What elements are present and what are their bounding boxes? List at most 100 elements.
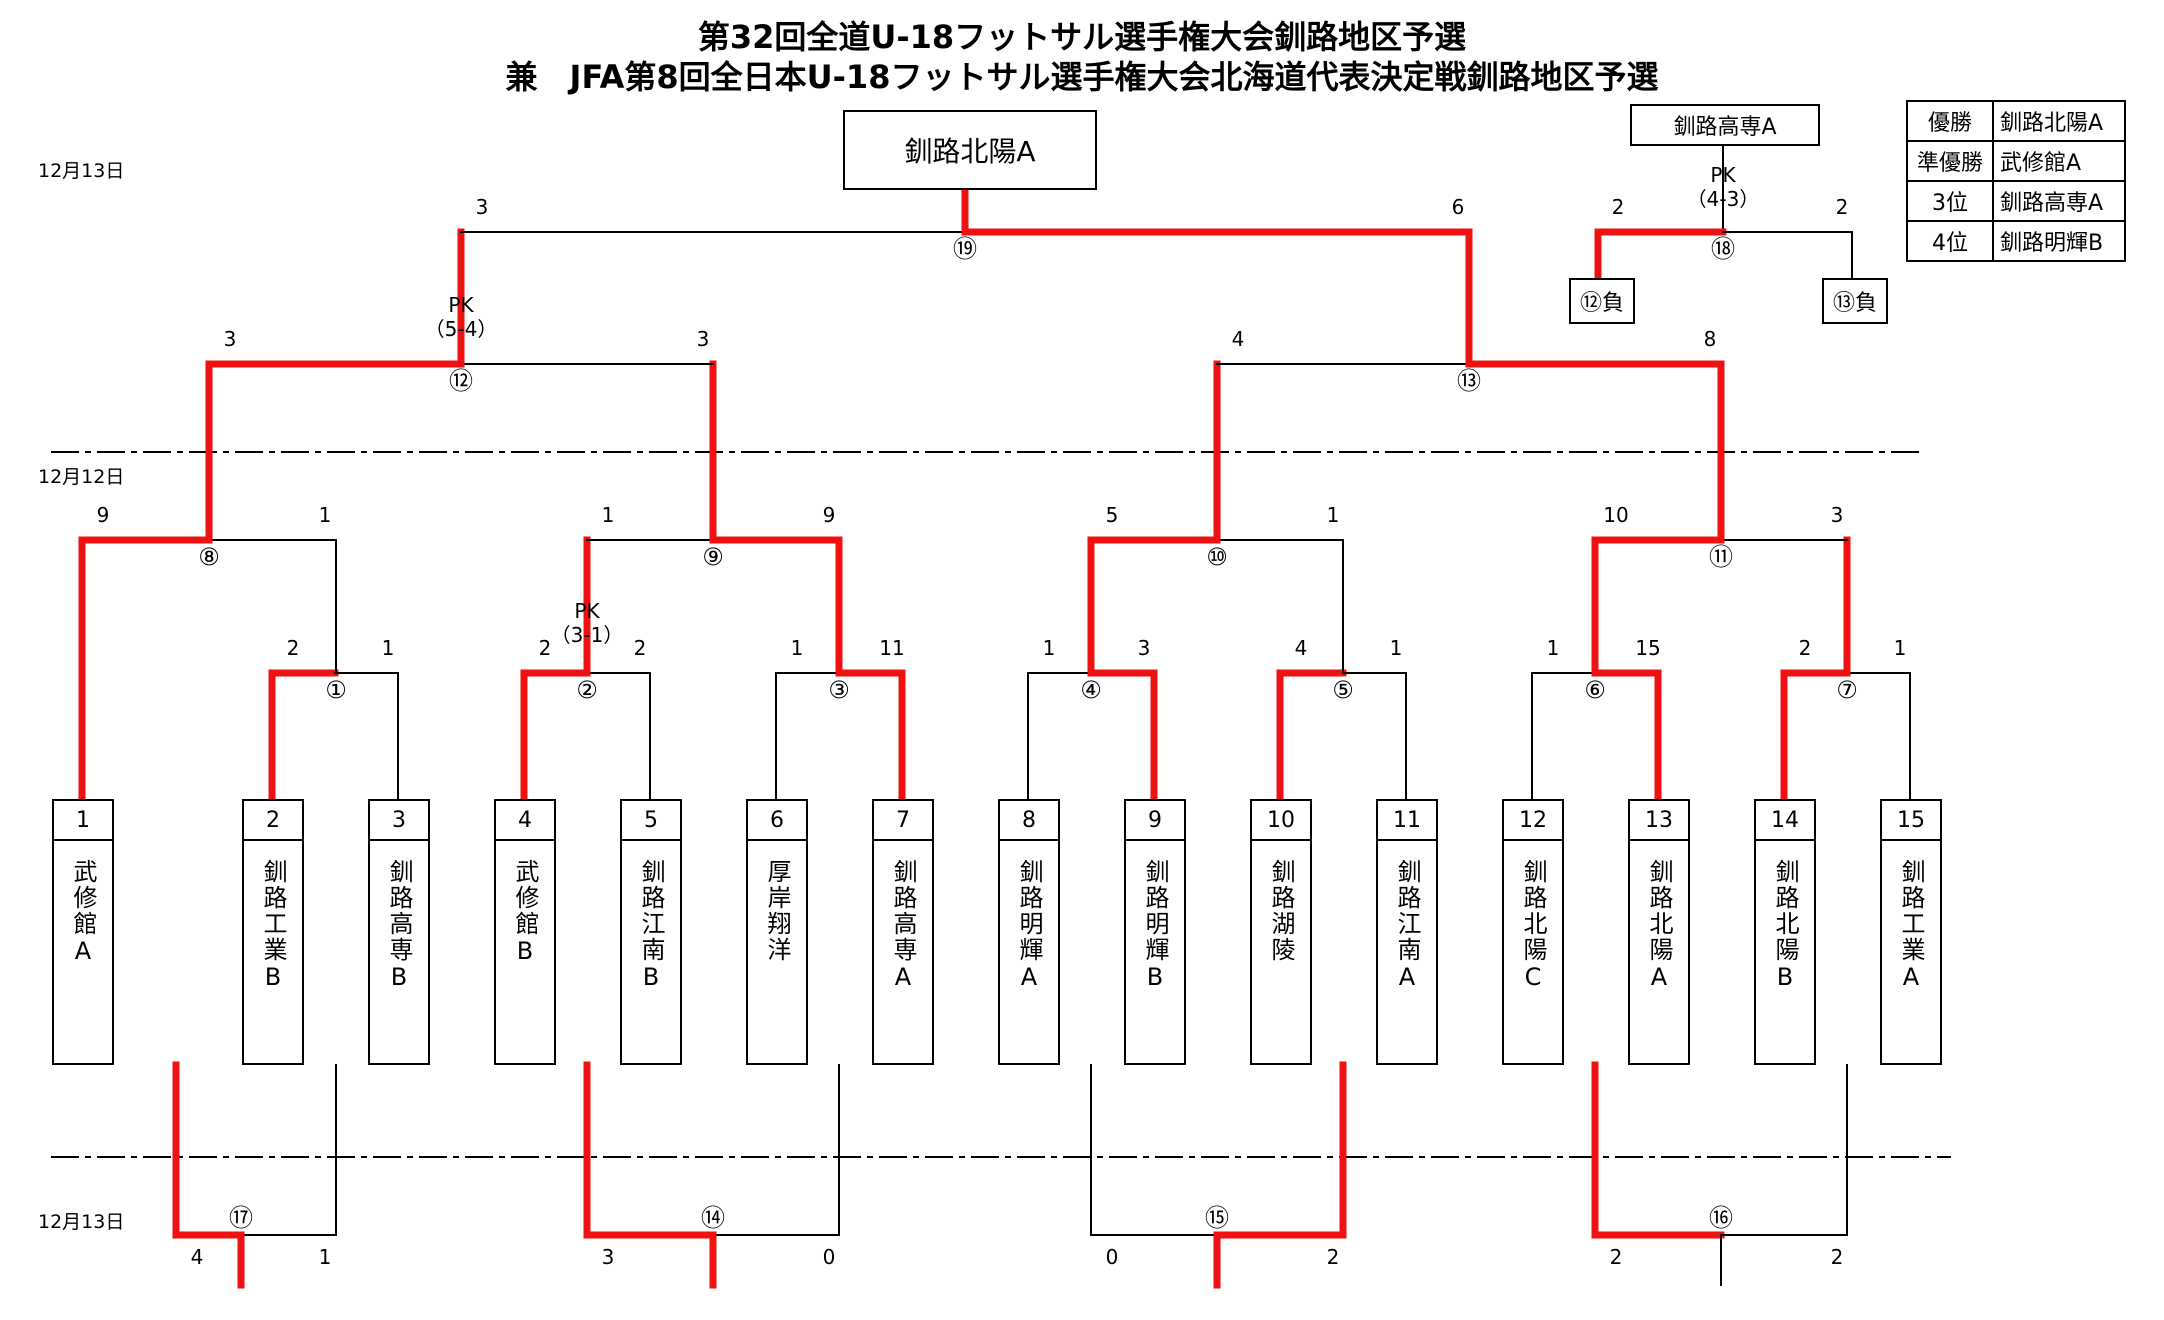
- team-name: 武修館B: [511, 859, 539, 967]
- match-number: ⑲: [953, 235, 977, 263]
- score-label: 2: [1831, 1245, 1844, 1269]
- team-box: 8 釧路明輝A: [998, 799, 1060, 1065]
- team-name: 厚岸翔洋: [763, 859, 791, 963]
- team-name: 釧路湖陵: [1267, 859, 1295, 963]
- title-line-1: 第32回全道U-18フットサル選手権大会釧路地区予選: [697, 18, 1467, 56]
- match-number: ⑥: [1584, 676, 1606, 704]
- match-number: ②: [576, 676, 598, 704]
- match-number: ③: [828, 676, 850, 704]
- team-name: 釧路明輝B: [1141, 859, 1169, 993]
- third-place-loser-12: ⑫負: [1569, 278, 1635, 324]
- champion-box: 釧路北陽A: [843, 110, 1097, 190]
- pk-label: PK: [574, 599, 600, 623]
- team-box: 2 釧路工業B: [242, 799, 304, 1065]
- score-label: 3: [1138, 636, 1151, 660]
- score-label: 2: [1836, 195, 1849, 219]
- result-rank: 準優勝: [1906, 140, 1994, 182]
- score-label: 1: [602, 503, 615, 527]
- result-row: 優勝釧路北陽A: [1906, 100, 2126, 142]
- third-place-loser-13: ⑬負: [1822, 278, 1888, 324]
- score-label: 2: [1327, 1245, 1340, 1269]
- team-name: 武修館A: [69, 859, 97, 967]
- team-number: 7: [874, 801, 932, 841]
- result-team: 釧路高専A: [1992, 180, 2126, 222]
- team-number: 3: [370, 801, 428, 841]
- team-number: 2: [244, 801, 302, 841]
- third-place-winner-box: 釧路高専A: [1630, 104, 1820, 146]
- score-label: 1: [319, 1245, 332, 1269]
- score-label: 1: [1390, 636, 1403, 660]
- match-number: ⑮: [1205, 1204, 1229, 1232]
- score-label: 2: [634, 636, 647, 660]
- match-number: ⑯: [1709, 1204, 1733, 1232]
- team-number: 4: [496, 801, 554, 841]
- score-label: 15: [1635, 636, 1660, 660]
- team-number: 10: [1252, 801, 1310, 841]
- score-label: 10: [1603, 503, 1628, 527]
- score-label: 1: [1043, 636, 1056, 660]
- score-label: 2: [1799, 636, 1812, 660]
- date-label-top: 12月13日: [38, 160, 125, 182]
- team-number: 11: [1378, 801, 1436, 841]
- team-number: 6: [748, 801, 806, 841]
- team-number: 13: [1630, 801, 1688, 841]
- score-label: 3: [224, 327, 237, 351]
- team-number: 14: [1756, 801, 1814, 841]
- match-number: ⑱: [1711, 235, 1735, 263]
- score-label: 1: [1894, 636, 1907, 660]
- team-number: 8: [1000, 801, 1058, 841]
- score-label: 4: [191, 1245, 204, 1269]
- team-name: 釧路江南A: [1393, 859, 1421, 993]
- pk-label: （5-4）: [425, 317, 498, 341]
- team-box: 4 武修館B: [494, 799, 556, 1065]
- score-label: 8: [1704, 327, 1717, 351]
- score-label: 11: [879, 636, 904, 660]
- score-label: 1: [1547, 636, 1560, 660]
- team-box: 1 武修館A: [52, 799, 114, 1065]
- team-number: 9: [1126, 801, 1184, 841]
- match-number: ⑪: [1709, 543, 1733, 571]
- team-name: 釧路工業A: [1897, 859, 1925, 993]
- pk-label: （4-3）: [1687, 187, 1760, 211]
- score-label: 2: [287, 636, 300, 660]
- score-label: 6: [1452, 195, 1465, 219]
- score-label: 5: [1106, 503, 1119, 527]
- team-box: 14 釧路北陽B: [1754, 799, 1816, 1065]
- match-number: ①: [325, 676, 347, 704]
- score-label: 1: [382, 636, 395, 660]
- score-label: 9: [97, 503, 110, 527]
- result-row: 4位釧路明輝B: [1906, 220, 2126, 262]
- result-rank: 3位: [1906, 180, 1994, 222]
- result-team: 釧路明輝B: [1992, 220, 2126, 262]
- team-name: 釧路江南B: [637, 859, 665, 993]
- match-number: ⑭: [701, 1204, 725, 1232]
- team-box: 11 釧路江南A: [1376, 799, 1438, 1065]
- pk-label: （3-1）: [551, 623, 624, 647]
- team-name: 釧路明輝A: [1015, 859, 1043, 993]
- match-number: ⑨: [702, 543, 724, 571]
- score-label: 3: [602, 1245, 615, 1269]
- match-number: ⑫: [449, 367, 473, 395]
- match-number: ④: [1080, 676, 1102, 704]
- team-name: 釧路北陽B: [1771, 859, 1799, 993]
- title-line-2: 兼 JFA第8回全日本U-18フットサル選手権大会北海道代表決定戦釧路地区予選: [505, 58, 1659, 96]
- team-box: 10 釧路湖陵: [1250, 799, 1312, 1065]
- pk-label: PK: [448, 293, 474, 317]
- score-label: 4: [1232, 327, 1245, 351]
- team-box: 9 釧路明輝B: [1124, 799, 1186, 1065]
- score-label: 3: [1831, 503, 1844, 527]
- match-number: ⑩: [1206, 543, 1228, 571]
- match-number: ⑬: [1457, 367, 1481, 395]
- team-number: 1: [54, 801, 112, 841]
- result-team: 武修館A: [1992, 140, 2126, 182]
- date-label-middle: 12月12日: [38, 466, 125, 488]
- score-label: 0: [1106, 1245, 1119, 1269]
- team-name: 釧路工業B: [259, 859, 287, 993]
- score-label: 2: [1610, 1245, 1623, 1269]
- match-number: ⑧: [198, 543, 220, 571]
